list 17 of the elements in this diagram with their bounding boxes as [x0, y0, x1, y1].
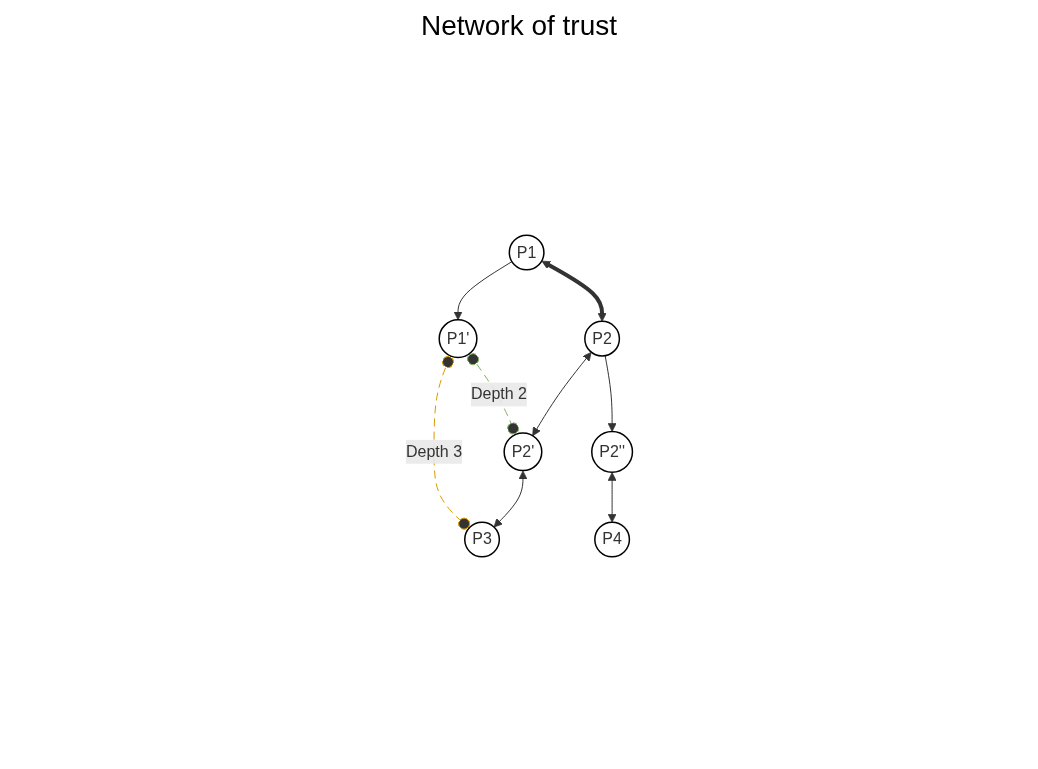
edge-label: Depth 2: [470, 385, 527, 403]
diagram-title: Network of trust: [419, 10, 619, 42]
node-circle: P1: [508, 234, 545, 271]
node-circle: P3: [463, 521, 500, 558]
edge-label: Depth 3: [405, 442, 462, 460]
arrow: [493, 470, 528, 528]
node-circle: P2: [583, 320, 620, 357]
node-circle: P2': [503, 432, 543, 472]
arrow: [532, 352, 592, 437]
arrow: [607, 472, 617, 523]
arrow: [541, 260, 607, 322]
node-circle: P1': [438, 319, 478, 359]
node-circle: P2'': [590, 430, 633, 473]
arrow: [453, 261, 513, 321]
connector: [433, 355, 470, 530]
arrow: [604, 355, 617, 432]
node-circle: P4: [593, 521, 630, 558]
